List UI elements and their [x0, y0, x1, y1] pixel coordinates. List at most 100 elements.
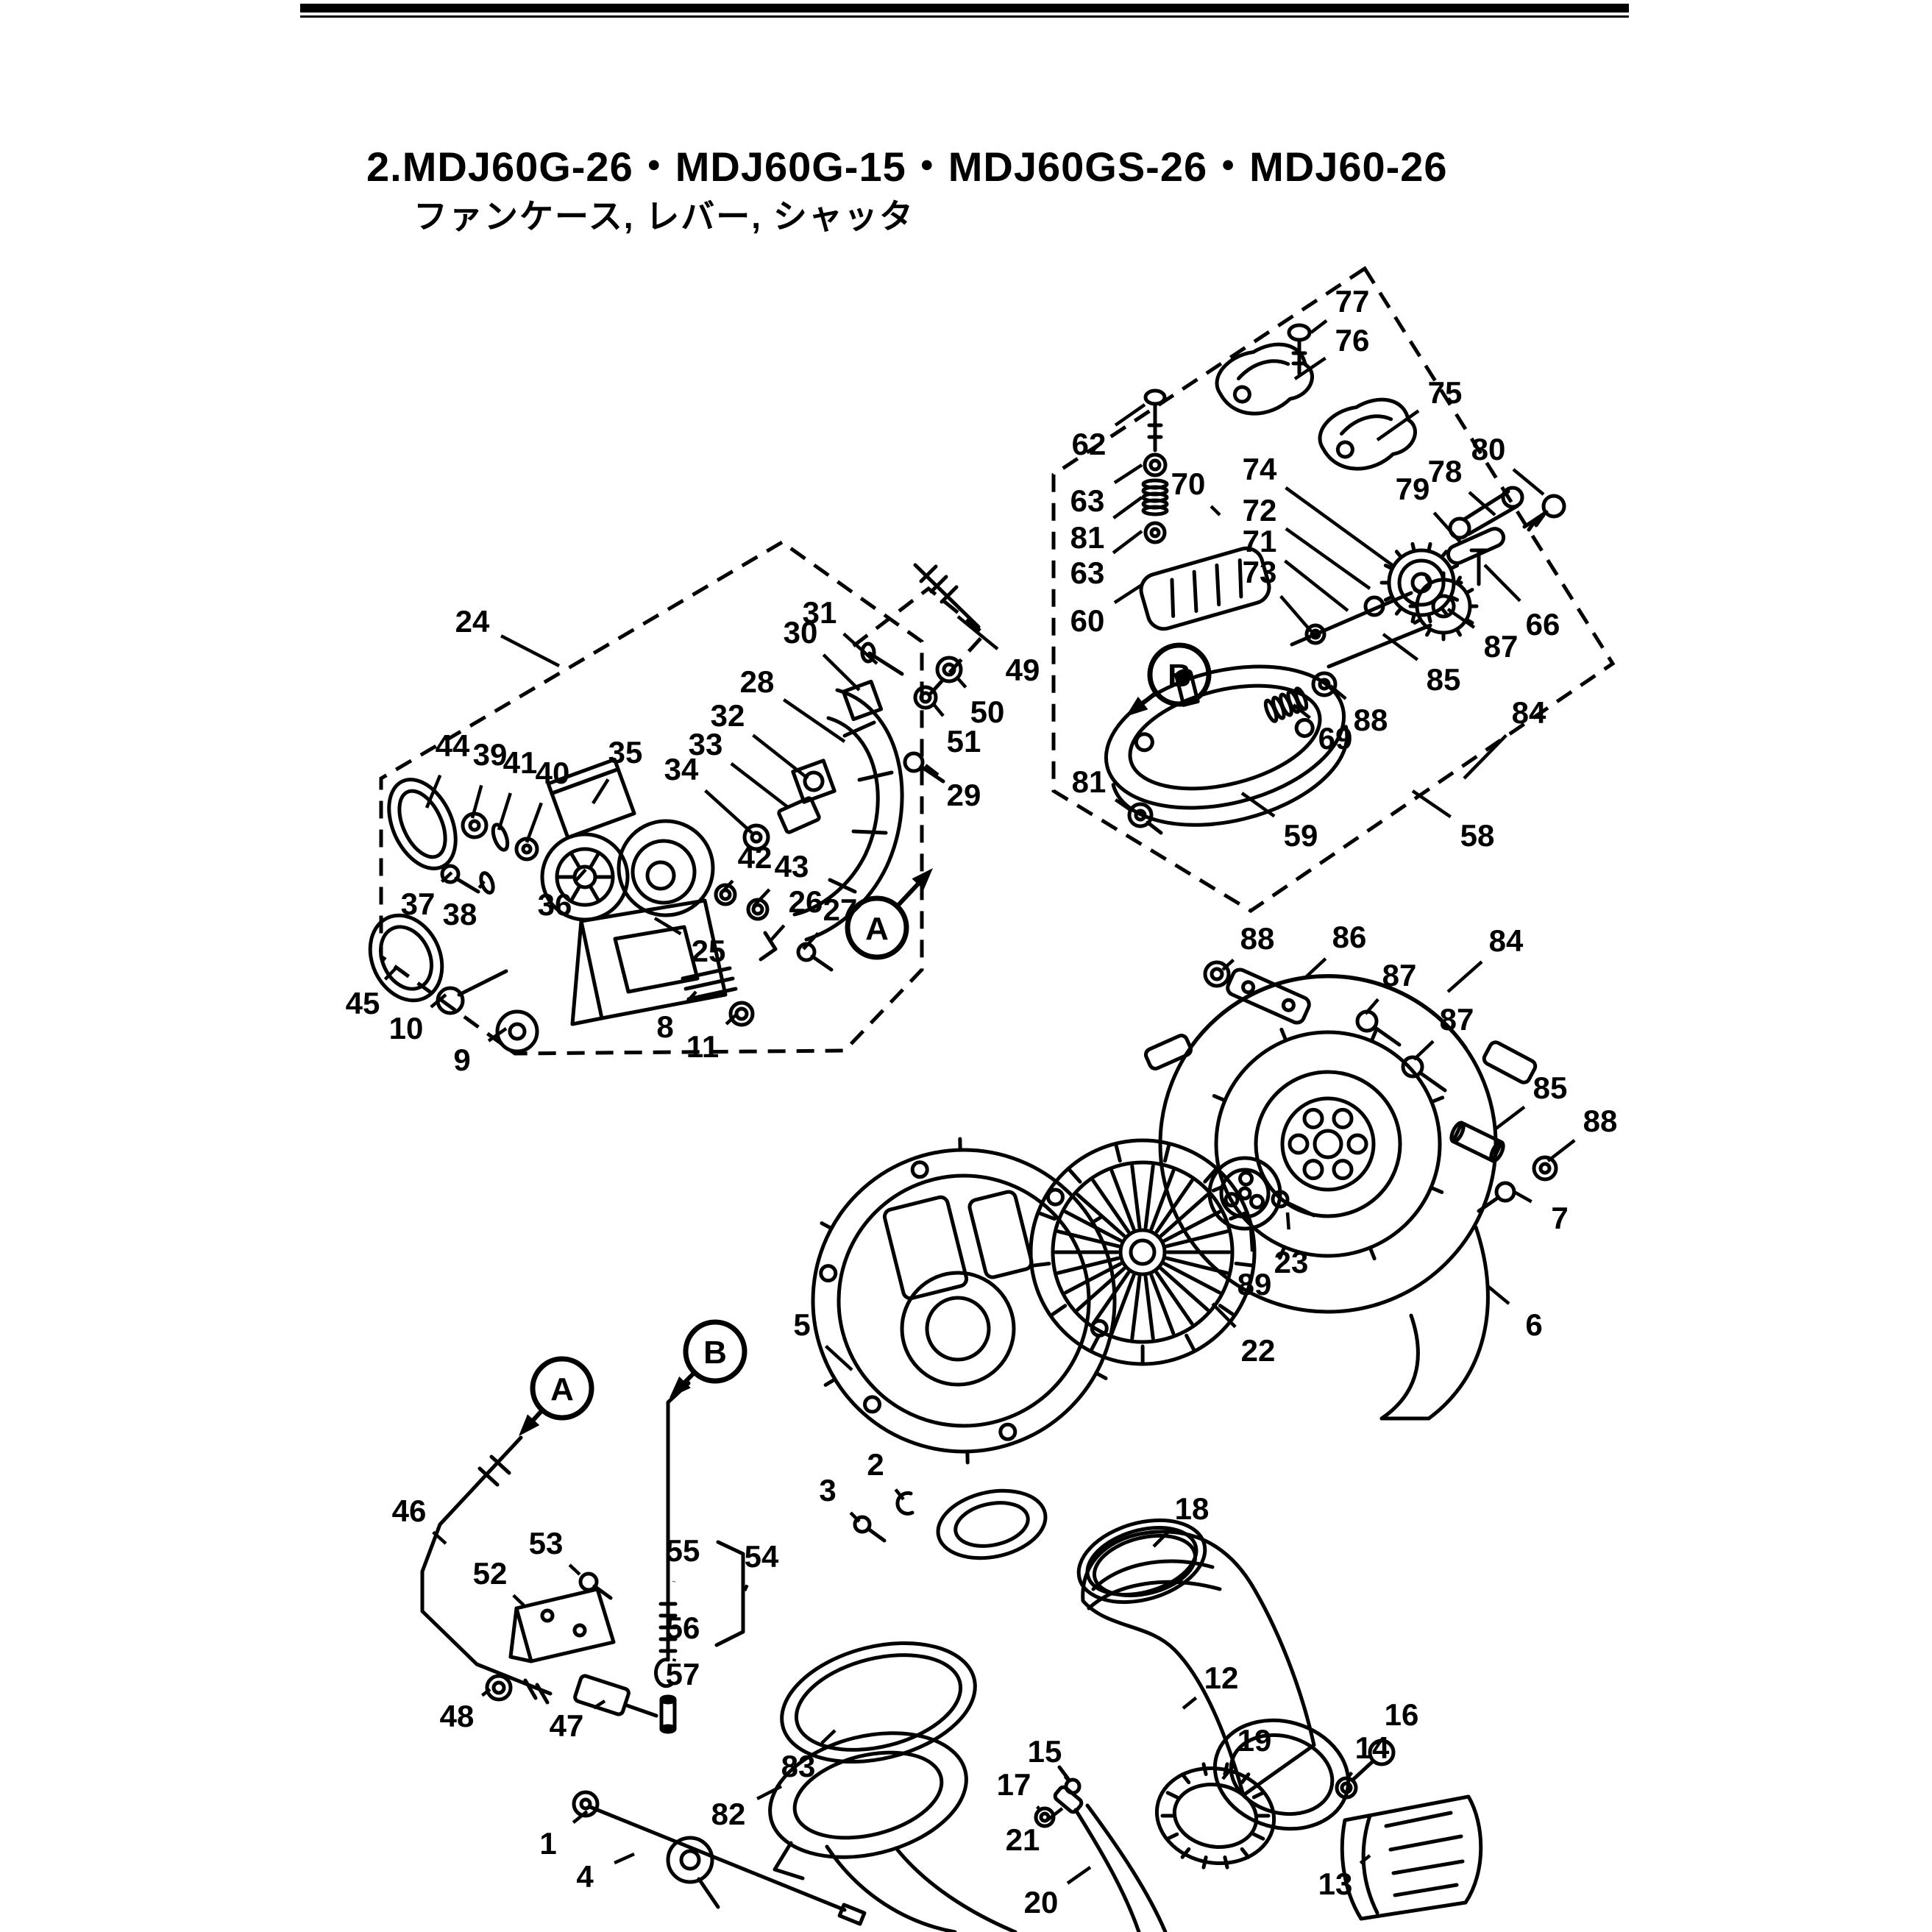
part-label-74: 74 — [1243, 452, 1277, 486]
leader-line-62 — [1114, 403, 1146, 427]
leader-line-10 — [430, 993, 447, 1009]
detail-line — [1159, 1193, 1210, 1237]
detail-line — [1165, 1229, 1229, 1249]
detail-line — [1251, 1791, 1265, 1800]
part-label-34: 34 — [664, 752, 699, 786]
leader-line-6 — [1486, 1285, 1510, 1305]
part-label-11: 11 — [686, 1029, 719, 1064]
part-label-79: 79 — [1396, 472, 1430, 506]
leader-line-7 — [1513, 1190, 1533, 1204]
leader-line-3 — [849, 1511, 861, 1523]
part-label-3: 3 — [819, 1473, 836, 1507]
part-label-53: 53 — [529, 1526, 564, 1560]
leader-line-22 — [1211, 1302, 1237, 1329]
part-label-22: 22 — [1241, 1333, 1276, 1368]
leader-line-89 — [1249, 1226, 1254, 1252]
part-label-28: 28 — [740, 664, 775, 699]
detail-line — [1439, 605, 1449, 616]
leader-line-58 — [1411, 789, 1452, 819]
detail-line — [1449, 564, 1460, 571]
part-label-70: 70 — [1171, 466, 1206, 501]
part-label-14: 14 — [1355, 1730, 1390, 1765]
leader-line-81 — [1114, 798, 1133, 812]
leader-line-49 — [956, 615, 999, 650]
leader-line-76 — [1293, 356, 1327, 380]
leader-line-19 — [1221, 1764, 1236, 1780]
leader-line-47 — [592, 1700, 606, 1710]
detail-line — [1251, 1832, 1265, 1841]
ref-letter-A: A — [550, 1371, 574, 1407]
part-label-40: 40 — [536, 756, 570, 790]
part-label-15: 15 — [1028, 1734, 1062, 1769]
ref-letter-B: B — [1168, 658, 1191, 694]
part-label-9: 9 — [453, 1043, 470, 1077]
leader-line-16 — [1376, 1739, 1383, 1747]
leader-line-14 — [1346, 1771, 1354, 1779]
detail-line — [569, 852, 581, 869]
detail-line — [1425, 627, 1432, 637]
part-label-41: 41 — [503, 745, 538, 780]
detail-line — [1425, 575, 1432, 586]
leader-line-45 — [383, 967, 397, 981]
detail-line — [1383, 564, 1394, 571]
detail-hole — [910, 1160, 929, 1179]
leader-line-35 — [592, 778, 610, 805]
detail-hole — [998, 1422, 1018, 1441]
part-label-20: 20 — [1024, 1885, 1059, 1919]
part-label-21: 21 — [1006, 1822, 1040, 1857]
part-label-76: 76 — [1335, 323, 1370, 358]
detail-hole — [1224, 1192, 1240, 1208]
leader-line-5 — [824, 1344, 853, 1371]
detail-line — [589, 885, 600, 902]
leader-line-30 — [822, 653, 861, 692]
part-label-84: 84 — [1512, 695, 1546, 730]
part-label-48: 48 — [440, 1699, 475, 1733]
detail-line — [1229, 1211, 1248, 1221]
detail-line — [1427, 612, 1432, 624]
page-title: 2.MDJ60G-26・MDJ60G-15・MDJ60GS-26・MDJ60-2… — [366, 143, 1448, 190]
part-label-62: 62 — [1072, 427, 1107, 461]
leader-line-84 — [1446, 960, 1483, 993]
detail-line — [1076, 1267, 1126, 1312]
detail-line — [1279, 1027, 1288, 1043]
leader-line-87 — [1446, 608, 1476, 629]
part-label-49: 49 — [1006, 653, 1040, 687]
detail-line — [1203, 1168, 1218, 1184]
ref-arrowhead — [519, 1414, 540, 1436]
detail-line — [1180, 1847, 1191, 1859]
ref-letter-circle-B — [683, 1319, 747, 1384]
detail-line — [1130, 1275, 1142, 1340]
ref-arrowhead — [670, 1376, 691, 1398]
part-label-6: 6 — [1525, 1307, 1542, 1342]
leader-line-12 — [1182, 1696, 1198, 1710]
ref-letter-B: B — [703, 1335, 727, 1371]
leader-line-69 — [1292, 703, 1311, 720]
leader-line-50 — [955, 675, 967, 689]
ref-arrowhead — [1126, 696, 1148, 717]
part-label-33: 33 — [689, 727, 723, 761]
detail-line — [1076, 1193, 1126, 1237]
detail-hole — [1302, 1159, 1324, 1181]
leader-line-48 — [480, 1688, 491, 1697]
detail-line — [1037, 1211, 1056, 1221]
leader-line-71 — [1284, 559, 1349, 612]
leader-line-42 — [721, 879, 734, 893]
part-label-18: 18 — [1175, 1491, 1210, 1526]
fan-case-art — [811, 960, 1558, 1560]
detail-line — [1278, 1245, 1287, 1260]
detail-line — [1234, 1261, 1254, 1268]
leader-line-52 — [512, 1594, 525, 1607]
part-label-60: 60 — [1070, 603, 1105, 638]
detail-line — [1165, 1832, 1179, 1841]
detail-line — [1165, 1791, 1179, 1800]
part-label-52: 52 — [473, 1556, 508, 1591]
leader-line-66 — [1483, 564, 1521, 603]
detail-hole — [1288, 1133, 1310, 1155]
detail-line — [1154, 1271, 1194, 1326]
leader-line-32 — [752, 734, 809, 780]
leader-line-21 — [1047, 1807, 1064, 1821]
leader-line-27 — [802, 931, 820, 951]
detail-line — [1212, 1094, 1227, 1103]
detail-line — [1429, 1185, 1444, 1194]
